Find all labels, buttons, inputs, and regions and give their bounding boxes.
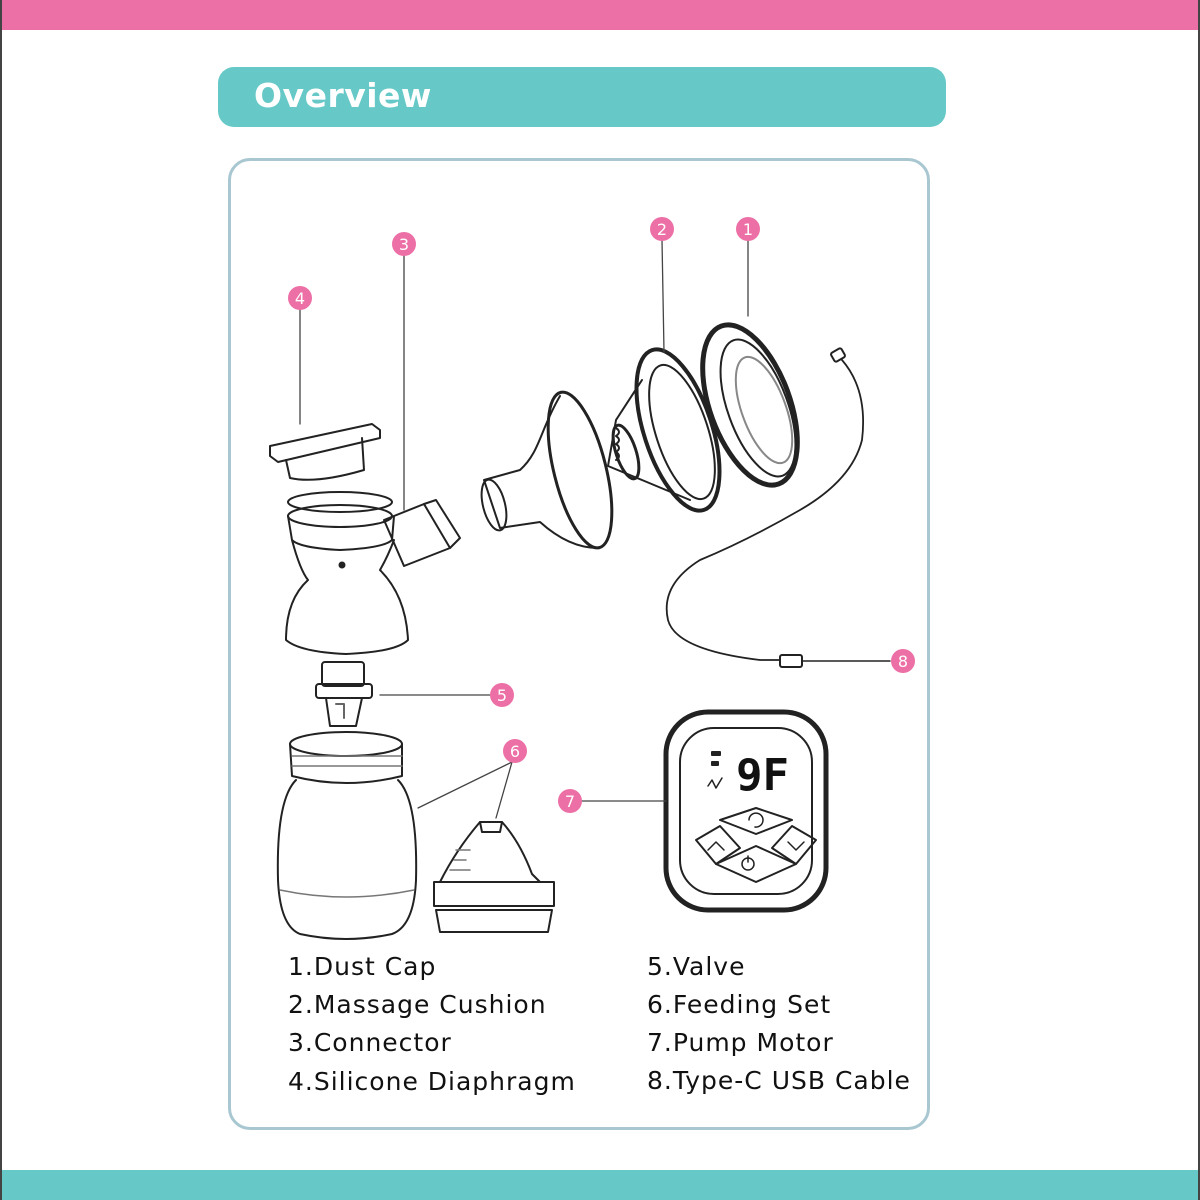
legend-item-7: 7.Pump Motor [647,1028,834,1057]
milk-bottle-part [276,731,418,940]
callout-number: 3 [399,235,409,254]
callout-badge-8: 8 [891,649,915,673]
valve-part [315,661,373,727]
pump-motor-part: 9F [663,709,829,913]
callout-leader-lines [299,239,749,819]
overview-header: Overview [218,67,946,127]
power-button[interactable] [715,845,797,883]
feeding-set-part [433,821,555,933]
page-border-left [0,0,2,1200]
legend-item-3: 3.Connector [288,1028,452,1057]
massage-cushion-part [607,347,722,513]
callout-badge-6: 6 [503,739,527,763]
legend-item-4: 4.Silicone Diaphragm [288,1067,576,1096]
legend-item-8: 8.Type-C USB Cable [647,1066,911,1095]
callout-number: 7 [565,792,575,811]
top-accent-bar [0,0,1200,30]
callout-badge-7: 7 [558,789,582,813]
callout-number: 1 [743,220,753,239]
callout-badge-3: 3 [392,232,416,256]
bottom-accent-bar [0,1170,1200,1200]
callout-number: 4 [295,289,305,308]
dust-cap-part [700,322,800,488]
legend-item-1: 1.Dust Cap [288,952,437,981]
connector-part [285,491,461,655]
motor-display-digits: 9F [736,750,789,801]
page-border-right [1198,0,1200,1200]
level-up-button[interactable] [695,825,741,865]
overview-title: Overview [254,76,432,115]
mode-button[interactable] [719,807,793,835]
callout-number: 5 [497,686,507,705]
callout-badge-2: 2 [650,217,674,241]
legend-item-5: 5.Valve [647,952,746,981]
legend-item-2: 2.Massage Cushion [288,990,547,1019]
level-down-button[interactable] [771,825,817,865]
diagram-panel [228,158,930,1130]
legend-item-6: 6.Feeding Set [647,990,832,1019]
silicone-diaphragm-part [269,423,381,481]
callout-number: 2 [657,220,667,239]
breast-shield-part [480,390,614,550]
callout-badge-5: 5 [490,683,514,707]
usb-cable-part [665,347,891,668]
callout-badge-4: 4 [288,286,312,310]
callout-badge-1: 1 [736,217,760,241]
callout-number: 8 [898,652,908,671]
callout-number: 6 [510,742,520,761]
